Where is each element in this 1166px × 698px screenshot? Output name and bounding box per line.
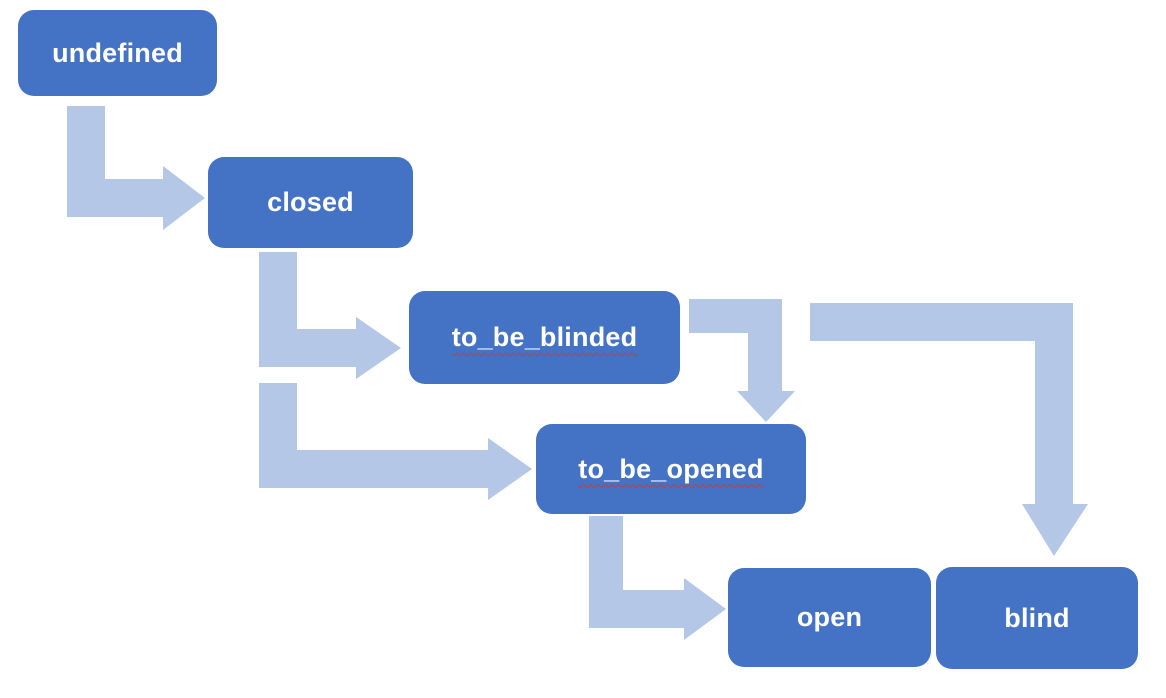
state-node-blind: blind [936,567,1138,669]
state-node-to-be-opened: to_be_opened [536,424,806,514]
state-label-undefined: undefined [52,37,183,68]
state-label-to-be-blinded: to_be_blinded [451,322,638,352]
state-label-blind: blind [1004,602,1070,633]
arrow-to_be_blinded-to-blind [810,303,1088,556]
state-node-closed: closed [208,157,413,248]
arrow-closed-to-to_be_opened [259,383,532,500]
arrow-closed-to-to_be_blinded [259,252,401,379]
arrow-to_be_blinded-to-to_be_opened [689,299,795,422]
arrow-to_be_opened-to-open [589,516,726,640]
state-node-undefined: undefined [18,10,217,96]
arrow-undefined-to-closed [67,106,205,230]
state-node-open: open [728,568,931,667]
state-label-open: open [796,602,863,632]
state-label-to-be-opened: to_be_opened [578,453,764,484]
state-node-to-be-blinded: to_be_blinded [409,291,680,384]
state-label-closed: closed [267,187,354,217]
